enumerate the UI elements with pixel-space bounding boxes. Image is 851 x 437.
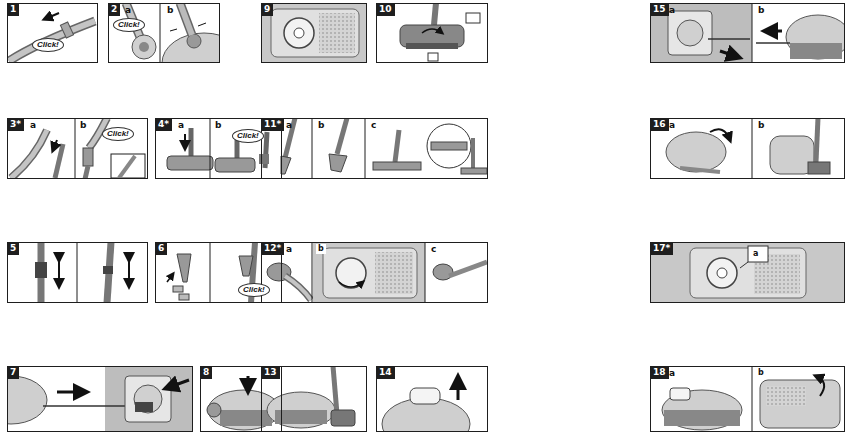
step-panel: 13 [261,366,367,432]
step-number: 6 [156,243,167,255]
step-number: 9 [262,4,273,16]
sub-letter: a [751,249,760,259]
step-number: 15 [651,4,669,16]
step-number: 14 [377,367,395,379]
sub-letter: b [756,5,766,16]
step-panel: 9 [261,3,367,63]
step-panel: 7 [7,366,193,432]
sub-letter: a [176,120,186,131]
click-callout: Click! [102,127,134,141]
step-number: 11* [262,119,284,131]
sub-letter: c [369,120,378,131]
sub-letter: b [78,120,88,131]
sub-letter: b [165,5,175,16]
step-number: 7 [8,367,19,379]
step-panel: 10 [376,3,488,63]
step-panel: 11*a b c [261,118,488,179]
sub-letter: b [213,120,223,131]
step-panel: 14 [376,366,488,432]
sub-letter: b [316,244,326,254]
step-number: 3* [8,119,24,131]
step-number: 8 [201,367,212,379]
click-callout: Click! [232,129,264,143]
click-callout: Click! [32,38,64,52]
sub-letter: c [429,244,438,255]
step-number: 10 [377,4,395,16]
sub-letter: a [284,120,294,131]
click-callout: Click! [113,18,145,32]
step-number: 4* [156,119,172,131]
step-number: 12* [262,243,284,255]
step-panel: 3* a bClick! [7,118,148,179]
sub-letter: a [123,5,133,16]
sub-letter: a [667,368,677,379]
step-panel: 5 [7,242,148,303]
sub-letter: a [284,244,294,255]
sub-letter: b [316,120,326,131]
step-panel: 2aClick! b [108,3,220,63]
click-callout: Click! [238,283,270,297]
step-number: 17* [651,243,673,255]
sub-letter: a [667,5,677,16]
sub-letter: a [28,120,38,131]
step-panel: 18a b [650,366,845,432]
step-panel: 17* a [650,242,845,303]
step-number: 16 [651,119,669,131]
step-number: 5 [8,243,19,255]
step-panel: 16a b [650,118,845,179]
sub-letter: b [756,120,766,131]
step-number: 18 [651,367,669,379]
step-number: 13 [262,367,280,379]
sub-letter: a [667,120,677,131]
step-number: 1 [8,4,19,16]
step-panel: 15a b [650,3,845,63]
step-panel: 1Click! [7,3,98,63]
step-number: 2 [109,4,120,16]
step-panel: 12*a b c [261,242,488,303]
sub-letter: b [756,368,766,378]
